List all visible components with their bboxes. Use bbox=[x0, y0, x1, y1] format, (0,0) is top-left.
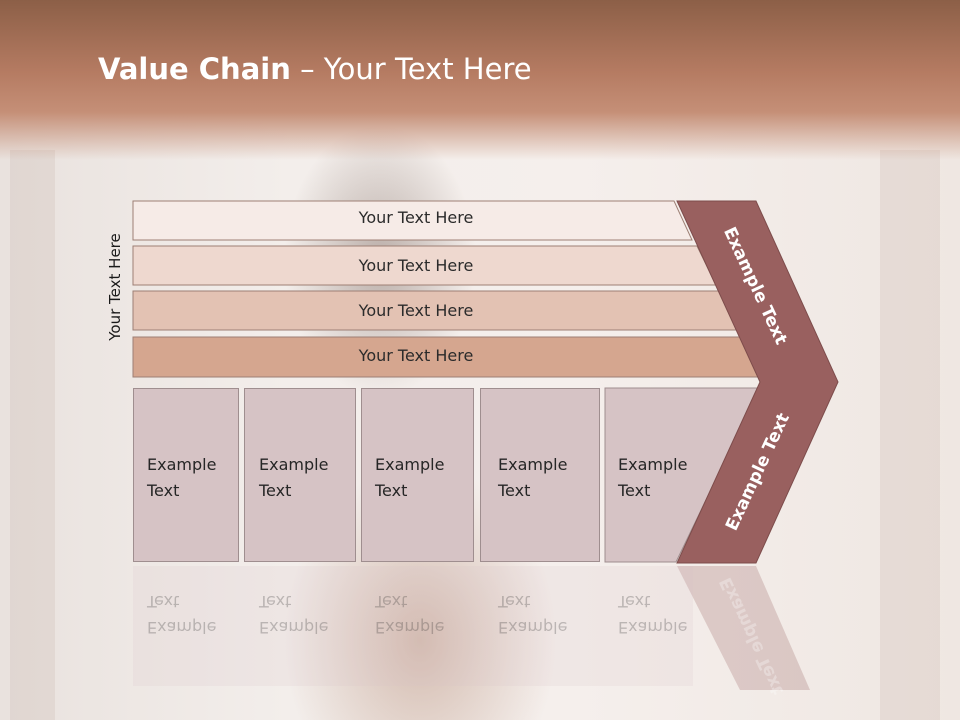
cell-1-text: Example Text bbox=[147, 455, 217, 500]
row-label-1: Your Text Here bbox=[358, 208, 474, 227]
row-label-3: Your Text Here bbox=[358, 301, 474, 320]
cell-5-text: Example Text bbox=[618, 455, 688, 500]
cell-4-text: Example Text bbox=[498, 455, 568, 500]
cell-3-reflection: Example Text bbox=[375, 592, 445, 637]
cell-1-reflection: Example Text bbox=[147, 592, 217, 637]
title-bold: Value Chain bbox=[98, 52, 291, 86]
cell-4[interactable] bbox=[480, 388, 600, 562]
cells-reflection bbox=[133, 566, 693, 686]
chevron-reflection bbox=[677, 566, 810, 690]
slide-title: Value Chain – Your Text Here bbox=[98, 52, 532, 86]
cell-5-reflection: Example Text bbox=[618, 592, 688, 637]
background-pillar-right bbox=[880, 150, 940, 720]
cell-1[interactable] bbox=[133, 388, 239, 562]
title-rest: – Your Text Here bbox=[290, 52, 532, 86]
row-label-4: Your Text Here bbox=[358, 346, 474, 365]
cell-4-reflection: Example Text bbox=[498, 592, 568, 637]
background-pillar-left bbox=[10, 150, 55, 720]
row-label-2: Your Text Here bbox=[358, 256, 474, 275]
row-bar-1[interactable] bbox=[132, 200, 693, 241]
cell-3-text: Example Text bbox=[375, 455, 445, 500]
cell-2[interactable] bbox=[244, 388, 356, 562]
cell-2-reflection: Example Text bbox=[259, 592, 329, 637]
cell-2-text: Example Text bbox=[259, 455, 329, 500]
chevron-arrow[interactable] bbox=[676, 200, 839, 564]
cell-3[interactable] bbox=[361, 388, 474, 562]
title-bar bbox=[0, 0, 960, 160]
